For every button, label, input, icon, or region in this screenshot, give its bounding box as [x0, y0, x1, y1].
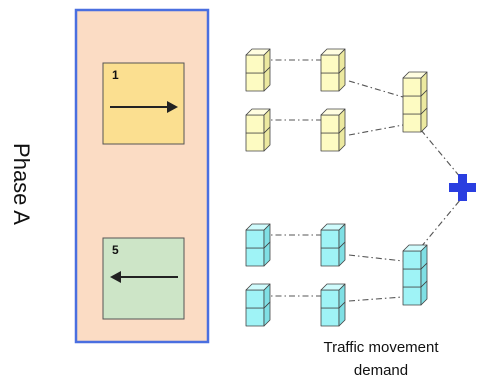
yellow-stack-5	[402, 71, 428, 133]
cube-front	[320, 54, 340, 74]
cube	[320, 48, 346, 74]
movement-5-number: 5	[112, 243, 119, 257]
yellow-stack-3	[245, 108, 271, 152]
cube-front	[245, 72, 265, 92]
cube-front	[320, 289, 340, 309]
cube-front	[320, 114, 340, 134]
cube-top	[245, 283, 271, 291]
cube-front	[320, 72, 340, 92]
cube	[402, 262, 428, 288]
cube-front	[320, 132, 340, 152]
yellow-stack-4	[320, 108, 346, 152]
cube	[402, 71, 428, 97]
cyan-stack-1	[245, 223, 271, 267]
cube	[320, 108, 346, 134]
arrow-left-icon	[110, 271, 178, 283]
cube-front	[245, 132, 265, 152]
cube-top	[245, 108, 271, 116]
cube	[320, 223, 346, 249]
cube	[245, 223, 271, 249]
cyan-stack-4	[320, 283, 346, 327]
cube-front	[245, 307, 265, 327]
cube-front	[402, 77, 422, 97]
cube-front	[402, 95, 422, 115]
cube-top	[320, 48, 346, 56]
cyan-stack-3	[245, 283, 271, 327]
phase-label: Phase A	[9, 143, 34, 225]
cube	[402, 89, 428, 115]
movement-1-number: 1	[112, 68, 119, 82]
cube-front	[245, 289, 265, 309]
demand-connectors	[262, 59, 462, 302]
demand-caption-line2: demand	[354, 362, 408, 379]
cyan-stack-5	[402, 244, 428, 306]
arrow-right-icon	[110, 101, 178, 113]
cube-front	[402, 113, 422, 133]
yellow-stack-1	[245, 48, 271, 92]
cube-front	[402, 250, 422, 270]
cube-front	[402, 268, 422, 288]
cube	[245, 48, 271, 74]
plus-icon	[449, 174, 476, 201]
cyan-stack-2	[320, 223, 346, 267]
movement-1: 1	[102, 62, 185, 145]
cube-front	[402, 286, 422, 306]
cube-top	[402, 71, 428, 79]
cube-front	[320, 247, 340, 267]
cube-front	[245, 54, 265, 74]
cube-top	[245, 48, 271, 56]
movement-5: 5	[102, 237, 185, 320]
cube	[245, 301, 271, 327]
cube-front	[320, 307, 340, 327]
cube	[320, 283, 346, 309]
cube-top	[320, 108, 346, 116]
cube	[245, 108, 271, 134]
yellow-stack-2	[320, 48, 346, 92]
cube	[402, 280, 428, 306]
demand-caption-line1: Traffic movement	[323, 339, 439, 356]
cube	[245, 241, 271, 267]
cube-top	[320, 283, 346, 291]
cube-front	[245, 247, 265, 267]
demand-cubes	[245, 48, 428, 327]
cube-top	[320, 223, 346, 231]
cube-top	[245, 223, 271, 231]
cube-front	[245, 229, 265, 249]
cube	[402, 244, 428, 270]
cube-top	[402, 244, 428, 252]
cube-front	[245, 114, 265, 134]
cube-front	[320, 229, 340, 249]
cube	[245, 283, 271, 309]
